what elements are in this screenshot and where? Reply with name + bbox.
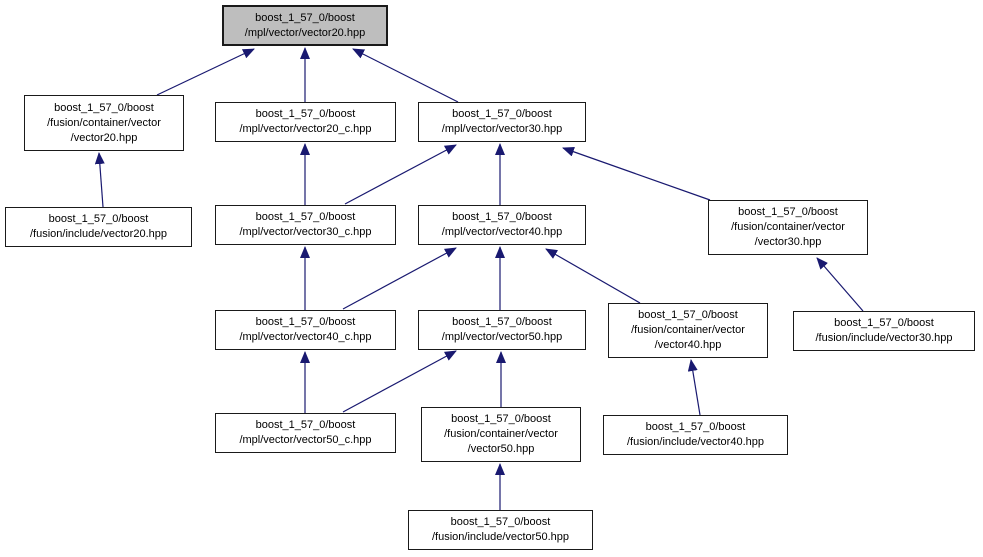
graph-node-fusion-include-vector40[interactable]: boost_1_57_0/boost/fusion/include/vector… [603,415,788,455]
graph-node-mpl-vector20-c[interactable]: boost_1_57_0/boost/mpl/vector/vector20_c… [215,102,396,142]
node-label-line: boost_1_57_0/boost [638,309,738,321]
node-label-line: /mpl/vector/vector30.hpp [441,123,563,135]
node-label-line: /fusion/container/vector [444,428,558,440]
edge-mpl-vector40-c-to-mpl-vector40 [342,247,457,310]
graph-node-fusion-include-vector30[interactable]: boost_1_57_0/boost/fusion/include/vector… [793,311,975,351]
node-label-line: /vector50.hpp [467,443,535,455]
node-label-line: boost_1_57_0/boost [834,317,934,329]
node-label-line: /mpl/vector/vector40_c.hpp [239,331,372,343]
graph-node-mpl-vector50[interactable]: boost_1_57_0/boost/mpl/vector/vector50.h… [418,310,586,350]
node-label-line: /mpl/vector/vector30_c.hpp [239,226,372,238]
node-label-line: boost_1_57_0/boost [450,516,551,528]
node-label-line: /fusion/include/vector30.hpp [815,332,953,344]
node-label-line: boost_1_57_0/boost [738,206,838,218]
node-label-line: boost_1_57_0/boost [255,108,356,120]
node-label-line: /fusion/container/vector [47,116,161,129]
edge-fusion-include-vector40-to-fusion-container-vector40 [687,359,701,416]
edge-mpl-vector30-to-mpl-vector20 [352,48,459,103]
edge-fusion-container-vector30-to-mpl-vector30 [562,146,711,201]
graph-node-mpl-vector50-c[interactable]: boost_1_57_0/boost/mpl/vector/vector50_c… [215,413,396,453]
node-label-line: boost_1_57_0/boost [255,211,356,223]
graph-node-mpl-vector30[interactable]: boost_1_57_0/boost/mpl/vector/vector30.h… [418,102,586,142]
node-label-line: boost_1_57_0/boost [452,108,552,120]
node-label-line: /mpl/vector/vector50_c.hpp [239,434,372,446]
graph-node-mpl-vector40[interactable]: boost_1_57_0/boost/mpl/vector/vector40.h… [418,205,586,245]
graph-node-fusion-include-vector50[interactable]: boost_1_57_0/boost/fusion/include/vector… [408,510,593,550]
node-label-line: boost_1_57_0/boost [451,413,551,425]
node-label-line: /vector40.hpp [654,339,722,351]
node-label-line: /mpl/vector/vector20_c.hpp [239,123,372,135]
edge-mpl-vector30-c-to-mpl-vector30 [344,144,457,205]
graph-node-fusion-container-vector50[interactable]: boost_1_57_0/boost/fusion/container/vect… [421,407,581,462]
node-label-line: boost_1_57_0/boost [452,211,552,223]
graph-node-mpl-vector20[interactable]: boost_1_57_0/boost/mpl/vector/vector20.h… [222,5,388,46]
node-label-line: boost_1_57_0/boost [645,421,746,433]
graph-node-fusion-include-vector20[interactable]: boost_1_57_0/boost/fusion/include/vector… [5,207,192,247]
node-label-line: boost_1_57_0/boost [54,101,154,114]
graph-node-mpl-vector40-c[interactable]: boost_1_57_0/boost/mpl/vector/vector40_c… [215,310,396,350]
node-label-line: /fusion/include/vector40.hpp [627,436,764,448]
node-label-line: /vector20.hpp [70,131,138,144]
node-label-line: /mpl/vector/vector40.hpp [441,226,563,238]
node-label-line: boost_1_57_0/boost [452,316,552,328]
node-label-line: /fusion/include/vector20.hpp [30,228,167,240]
graph-node-fusion-container-vector30[interactable]: boost_1_57_0/boost/fusion/container/vect… [708,200,868,255]
node-label-line: /fusion/include/vector50.hpp [432,531,569,543]
edge-fusion-include-vector20-to-fusion-container-vector20 [94,152,105,208]
graph-node-mpl-vector30-c[interactable]: boost_1_57_0/boost/mpl/vector/vector30_c… [215,205,396,245]
node-label-line: /mpl/vector/vector50.hpp [441,331,563,343]
edge-fusion-container-vector20-to-mpl-vector20 [156,48,255,96]
edge-mpl-vector50-c-to-mpl-vector50 [342,350,457,413]
graph-node-fusion-container-vector40[interactable]: boost_1_57_0/boost/fusion/container/vect… [608,303,768,358]
node-label-line: /mpl/vector/vector20.hpp [244,26,366,39]
node-label-line: /vector30.hpp [754,236,822,248]
edge-fusion-include-vector30-to-fusion-container-vector30 [816,257,864,312]
node-label-line: /fusion/container/vector [631,324,745,336]
edge-fusion-container-vector40-to-mpl-vector40 [545,248,641,304]
node-label-line: boost_1_57_0/boost [255,419,356,431]
graph-node-fusion-container-vector20[interactable]: boost_1_57_0/boost/fusion/container/vect… [24,95,184,151]
node-label-line: /fusion/container/vector [731,221,845,233]
node-label-line: boost_1_57_0/boost [255,316,356,328]
node-label-line: boost_1_57_0/boost [255,11,355,24]
node-label-line: boost_1_57_0/boost [48,213,149,225]
